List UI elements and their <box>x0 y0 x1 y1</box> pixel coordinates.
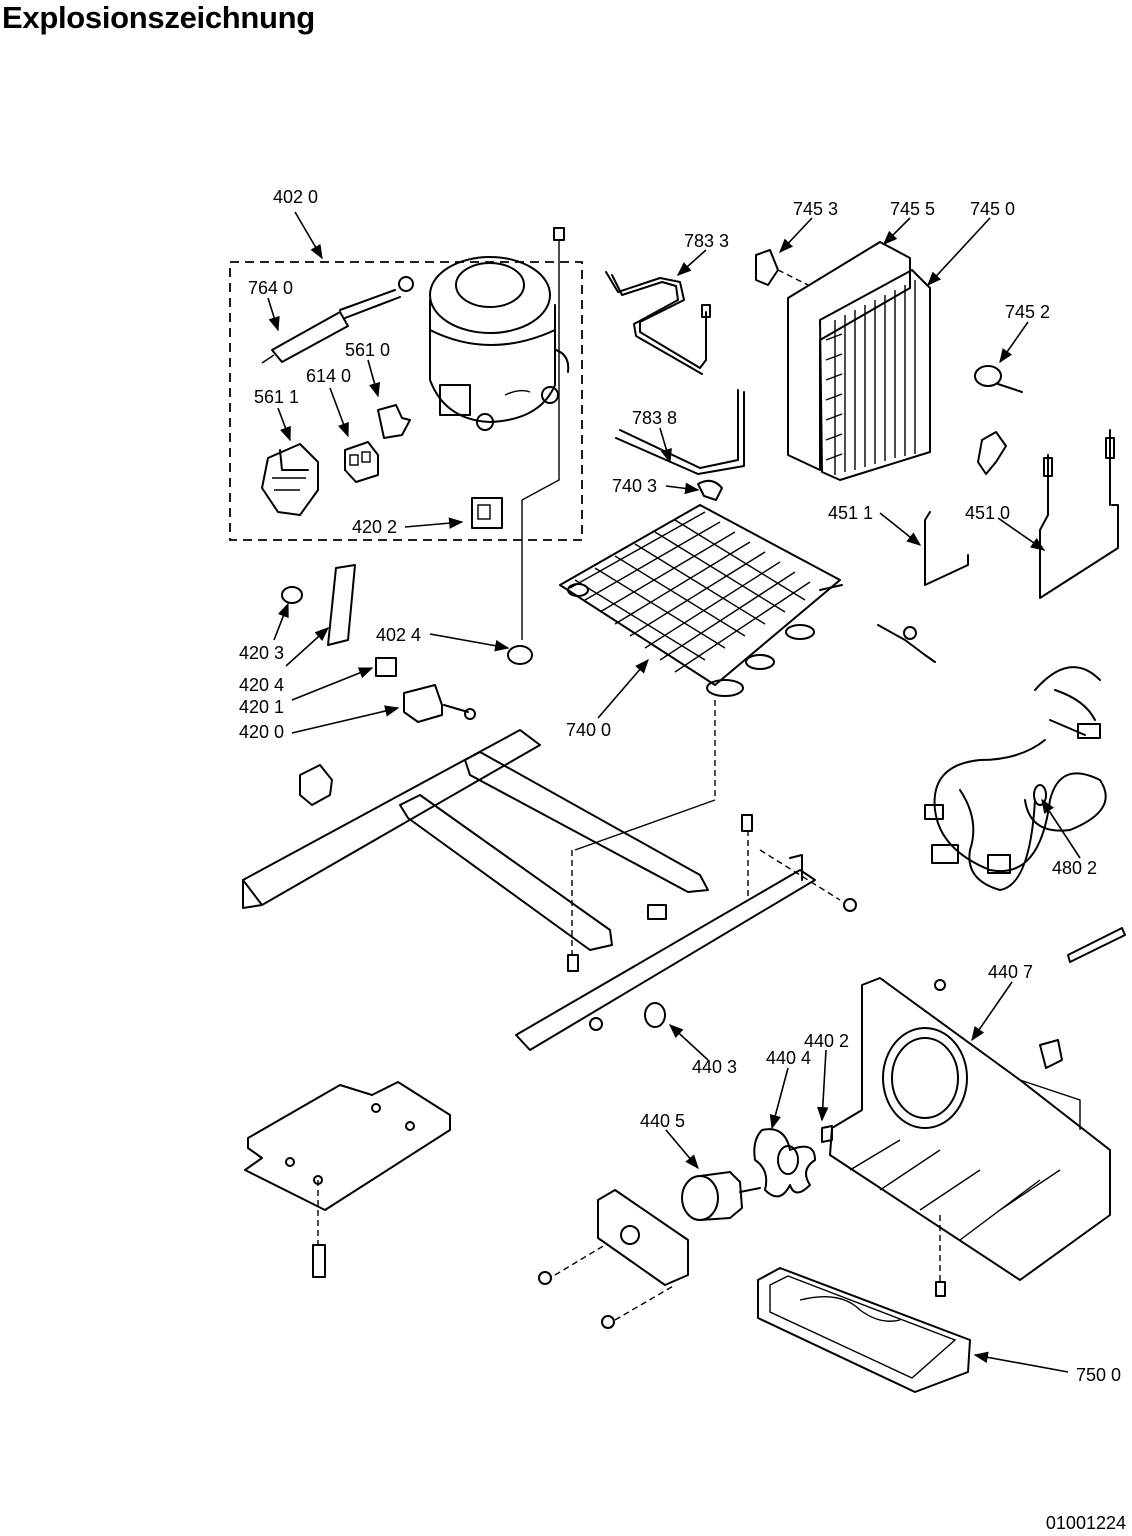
drip-tray-drawing <box>757 1267 971 1393</box>
part-labels: 402 0 764 0 561 0 614 0 561 1 420 2 783 … <box>239 187 1121 1385</box>
leader-lines <box>267 211 1081 1373</box>
label-745-5: 745 5 <box>890 199 935 219</box>
label-783-8: 783 8 <box>632 408 677 428</box>
cable-tie-drawing <box>1067 927 1126 963</box>
label-740-3: 740 3 <box>612 476 657 496</box>
condenser-drawing <box>755 241 931 481</box>
label-451-1: 451 1 <box>828 503 873 523</box>
mounting-parts-drawing <box>281 564 533 723</box>
relay-cover-drawing <box>471 497 503 529</box>
base-frame-drawing <box>242 700 857 1051</box>
label-440-5: 440 5 <box>640 1111 685 1131</box>
label-440-4: 440 4 <box>766 1048 811 1068</box>
capillary-drawing <box>877 429 1119 663</box>
label-561-1: 561 1 <box>254 387 299 407</box>
label-420-1: 420 1 <box>239 697 284 717</box>
label-420-3: 420 3 <box>239 643 284 663</box>
label-745-3: 745 3 <box>793 199 838 219</box>
label-440-7: 440 7 <box>988 962 1033 982</box>
tubes-drawing <box>605 271 745 475</box>
clip-7403-drawing <box>697 479 723 501</box>
clip-drawing <box>377 404 411 439</box>
label-402-0: 402 0 <box>273 187 318 207</box>
base-plate-drawing <box>244 1081 451 1278</box>
compressor-drawing <box>429 256 570 431</box>
label-764-0: 764 0 <box>248 278 293 298</box>
fan-motor-drawing <box>538 1002 833 1329</box>
dryer-drawing <box>261 276 414 364</box>
wire-harness-drawing <box>924 666 1107 891</box>
label-745-0: 745 0 <box>970 199 1015 219</box>
label-440-3: 440 3 <box>692 1057 737 1077</box>
thermostat-drawing <box>974 365 1023 393</box>
label-783-3: 783 3 <box>684 231 729 251</box>
compressor-group <box>229 227 583 640</box>
label-420-4: 420 4 <box>239 675 284 695</box>
starter-relay-drawing <box>261 443 319 516</box>
label-420-0: 420 0 <box>239 722 284 742</box>
label-440-2: 440 2 <box>804 1031 849 1051</box>
overload-protector-drawing <box>344 441 379 483</box>
label-750-0: 750 0 <box>1076 1365 1121 1385</box>
page-title: Explosionszeichnung <box>2 0 315 35</box>
label-480-2: 480 2 <box>1052 858 1097 878</box>
label-561-0: 561 0 <box>345 340 390 360</box>
mount-screw-drawing <box>521 227 565 640</box>
label-740-0: 740 0 <box>566 720 611 740</box>
fan-shroud-drawing <box>829 977 1111 1297</box>
label-745-2: 745 2 <box>1005 302 1050 322</box>
label-451-0: 451 0 <box>965 503 1010 523</box>
document-number: 01001224 <box>1045 1513 1126 1533</box>
label-614-0: 614 0 <box>306 366 351 386</box>
evaporator-drawing <box>559 504 843 697</box>
label-402-4: 402 4 <box>376 625 421 645</box>
label-420-2: 420 2 <box>352 517 397 537</box>
